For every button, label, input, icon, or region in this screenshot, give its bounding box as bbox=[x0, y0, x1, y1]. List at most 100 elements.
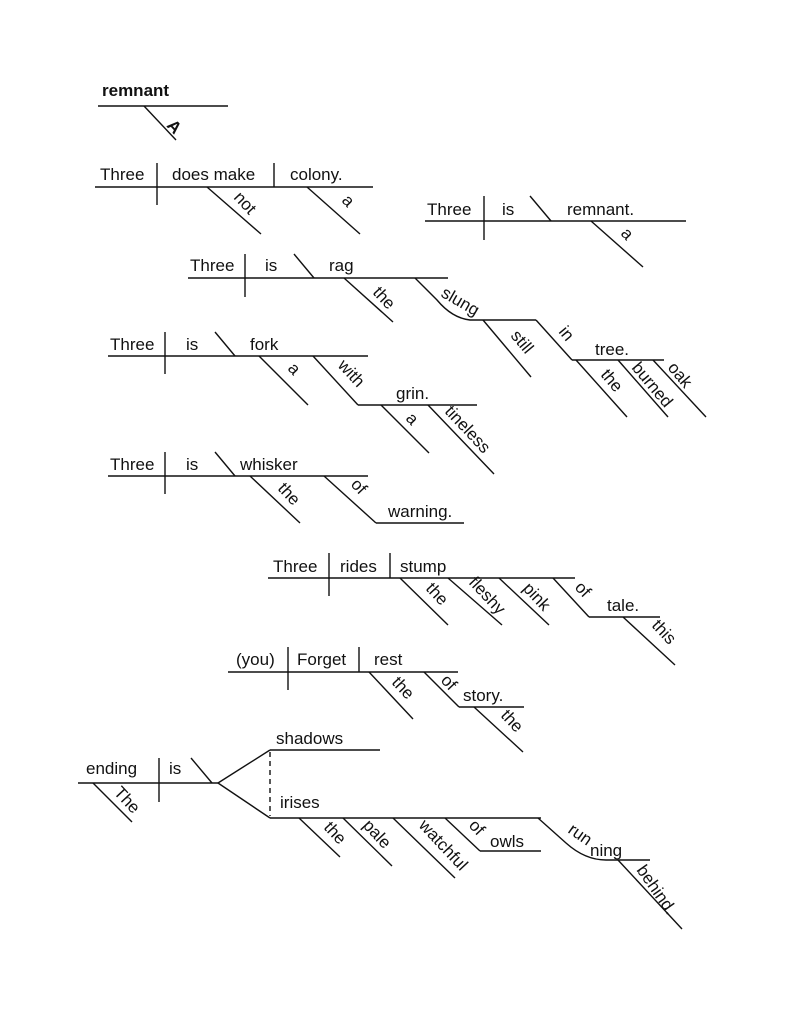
word-fork: fork bbox=[250, 335, 279, 354]
preposition-line bbox=[312, 355, 359, 406]
word-three: Three bbox=[427, 200, 471, 219]
word-still: still bbox=[507, 326, 537, 357]
word-the: the bbox=[320, 818, 350, 848]
word-three: Three bbox=[190, 256, 234, 275]
diagram-three-rides-stump: Three rides stump the fleshy pink of tal… bbox=[268, 553, 680, 666]
word-behind: behind. bbox=[633, 861, 681, 918]
modifier-line bbox=[622, 616, 676, 666]
word-slung: slung bbox=[438, 283, 483, 320]
word-the: the bbox=[388, 673, 418, 703]
word-this: this bbox=[648, 616, 680, 648]
word-pale: pale bbox=[359, 816, 395, 852]
complement-divider bbox=[214, 451, 236, 477]
word-in: in bbox=[555, 322, 578, 344]
word-a: a bbox=[402, 409, 423, 429]
word-of: of bbox=[465, 816, 489, 840]
preposition-line bbox=[552, 577, 590, 618]
word-shadows: shadows bbox=[276, 729, 343, 748]
word-the: the bbox=[274, 479, 304, 509]
word-a: a bbox=[617, 224, 638, 244]
word-rides: rides bbox=[340, 557, 377, 576]
word-the: The bbox=[110, 783, 144, 817]
modifier-line bbox=[498, 577, 550, 626]
word-ending: ending bbox=[86, 759, 137, 778]
complement-divider bbox=[529, 195, 552, 222]
word-of: of bbox=[347, 475, 371, 499]
word-a: a bbox=[284, 359, 305, 379]
participle-line bbox=[537, 817, 650, 861]
diagram-three-is-remnant: Three is remnant. a bbox=[425, 195, 686, 268]
modifier-line bbox=[306, 186, 361, 235]
word-the: the bbox=[597, 365, 627, 395]
word-colony: colony. bbox=[290, 165, 343, 184]
word-remnant: remnant. bbox=[567, 200, 634, 219]
modifier-line bbox=[368, 671, 414, 720]
preposition-line bbox=[423, 671, 460, 708]
word-of: of bbox=[571, 578, 595, 602]
complement-divider bbox=[214, 331, 236, 357]
word-A: A bbox=[163, 116, 185, 138]
word-is: is bbox=[502, 200, 514, 219]
word-the: the bbox=[369, 283, 399, 313]
diagram-remnant-title: remnant A bbox=[98, 81, 228, 141]
word-with: with bbox=[333, 355, 368, 391]
word-warning: warning. bbox=[387, 502, 452, 521]
modifier-line bbox=[392, 817, 456, 879]
modifier-line bbox=[206, 186, 262, 235]
word-three: Three bbox=[273, 557, 317, 576]
word-remnant: remnant bbox=[102, 81, 169, 100]
diagram-you-forget-rest: (you) Forget rest the of story. the bbox=[228, 647, 527, 753]
word-not: not bbox=[230, 188, 260, 218]
modifier-line bbox=[590, 220, 644, 268]
word-rag: rag bbox=[329, 256, 354, 275]
preposition-line bbox=[444, 817, 481, 852]
word-forget: Forget bbox=[297, 650, 346, 669]
word-oak: oak bbox=[664, 358, 696, 392]
word-rest: rest bbox=[374, 650, 403, 669]
modifier-line bbox=[617, 359, 669, 418]
modifier-line bbox=[342, 817, 393, 867]
modifier-line bbox=[343, 277, 394, 323]
modifier-line bbox=[380, 404, 430, 454]
modifier-line bbox=[92, 782, 133, 823]
modifier-line bbox=[143, 105, 177, 141]
word-is: is bbox=[169, 759, 181, 778]
fork-lower bbox=[217, 782, 271, 819]
word-stump: stump bbox=[400, 557, 446, 576]
word-is: is bbox=[186, 335, 198, 354]
word-three: Three bbox=[110, 335, 154, 354]
preposition-line bbox=[323, 475, 377, 524]
word-does-make: does make bbox=[172, 165, 255, 184]
complement-divider bbox=[190, 757, 213, 784]
word-pink: pink bbox=[519, 579, 555, 615]
diagram-three-is-whisker: Three is whisker the of warning. bbox=[108, 451, 464, 524]
word-a: a bbox=[338, 191, 359, 211]
word-of: of bbox=[437, 671, 461, 695]
word-grin: grin. bbox=[396, 384, 429, 403]
word-is: is bbox=[186, 455, 198, 474]
word-three: Three bbox=[110, 455, 154, 474]
modifier-line bbox=[258, 355, 309, 406]
modifier-line bbox=[399, 577, 449, 626]
word-story: story. bbox=[463, 686, 503, 705]
fork-upper bbox=[217, 749, 271, 784]
word-whisker: whisker bbox=[239, 455, 298, 474]
word-owls: owls bbox=[490, 832, 524, 851]
modifier-line bbox=[298, 817, 341, 858]
word-is: is bbox=[265, 256, 277, 275]
word-irises: irises bbox=[280, 793, 320, 812]
participle-line bbox=[414, 277, 536, 321]
word-three: Three bbox=[100, 165, 144, 184]
adverb-line bbox=[482, 319, 532, 378]
modifier-line bbox=[427, 404, 495, 475]
diagram-ending-is-shadows-irises: ending is The shadows irises the pale wa… bbox=[78, 729, 683, 930]
modifier-line bbox=[447, 577, 503, 626]
word-ning: ning bbox=[590, 841, 622, 860]
preposition-line bbox=[535, 319, 573, 361]
modifier-line bbox=[473, 706, 524, 753]
diagram-three-does-make-colony: Three does make colony. not a bbox=[95, 163, 373, 235]
word-you: (you) bbox=[236, 650, 275, 669]
word-tree: tree. bbox=[595, 340, 629, 359]
